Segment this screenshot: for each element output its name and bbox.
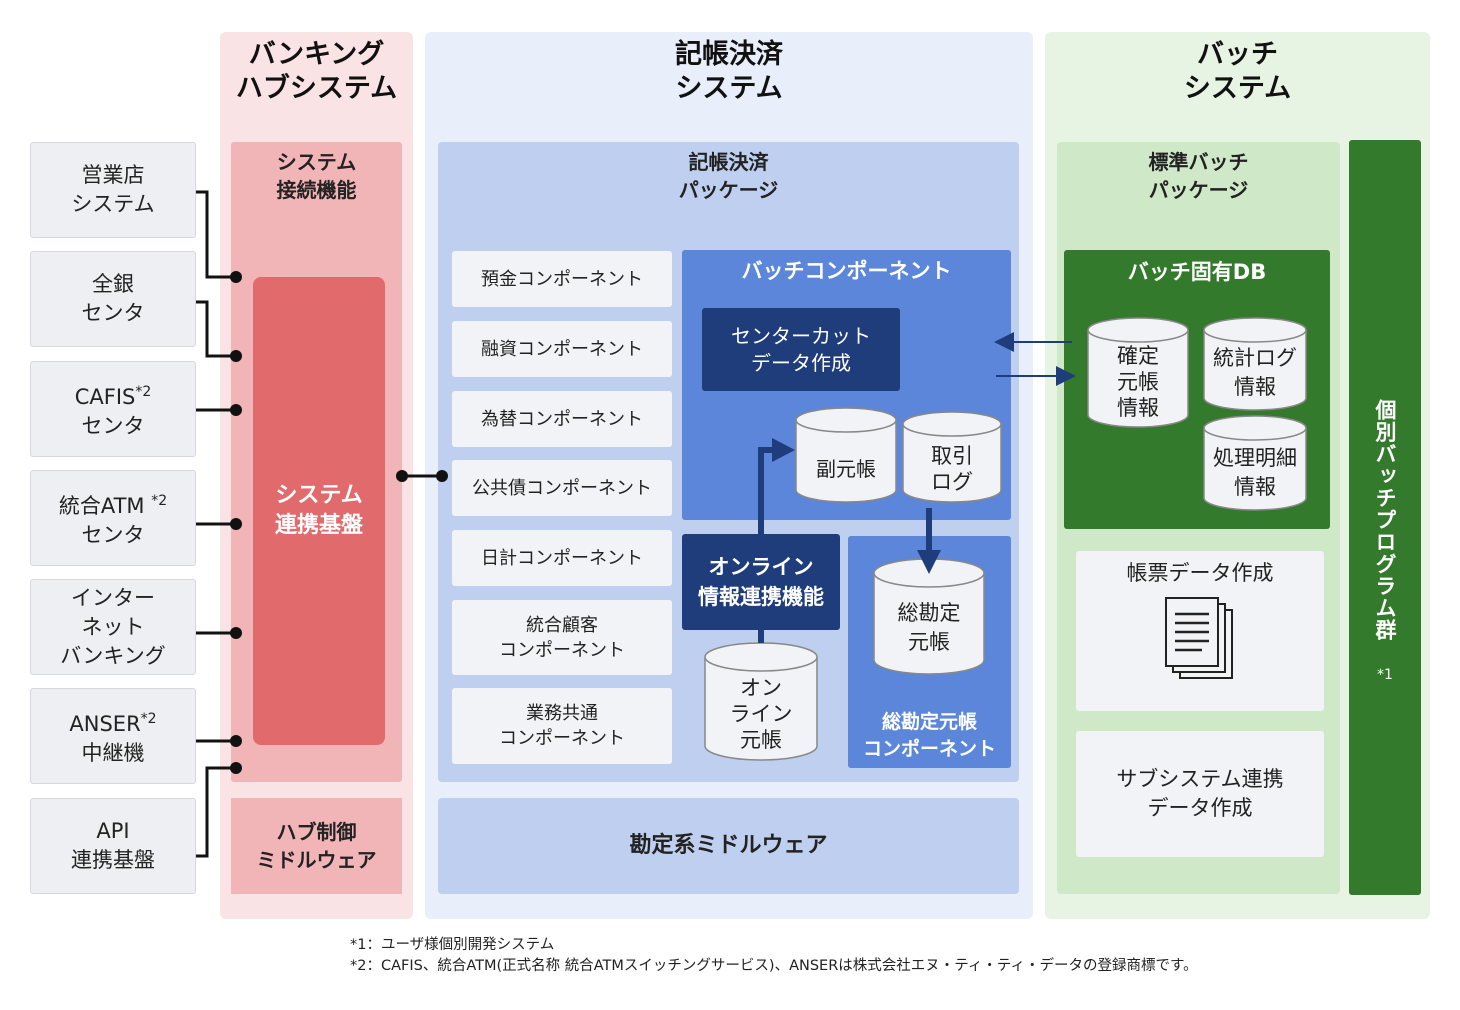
external-system-anser: ANSER*2 中継機 [30, 688, 196, 784]
stats-log-cylinder [1203, 317, 1307, 411]
center-cut-data: センターカット データ作成 [702, 308, 900, 391]
document-stack-icon [1165, 597, 1233, 679]
external-system-label: API 連携基盤 [71, 819, 155, 872]
report-data-label: 帳票データ作成 [1126, 560, 1274, 585]
external-system-sublabel: センタ [81, 522, 145, 547]
system-integration-core: システム 連携基盤 [253, 277, 385, 745]
individual-batch-note: *1 [1377, 667, 1393, 683]
external-system-atm: 統合ATM *2 センタ [30, 470, 196, 566]
external-system-cafis: CAFIS*2 センタ [30, 361, 196, 457]
sub-ledger-cylinder [795, 407, 897, 503]
stats-log-label: 統計ログ 情報 [1213, 346, 1297, 399]
external-system-label: 統合ATM [58, 493, 145, 518]
online-to-subledger-arrow [758, 438, 795, 534]
connector-dots [230, 271, 242, 774]
component-deposit: 預金コンポーネント [452, 251, 672, 307]
connector-zengin [196, 300, 234, 358]
hub-control-middleware: ハブ制御 ミドルウェア [231, 798, 402, 894]
external-system-sublabel: センタ [81, 413, 145, 438]
hub-ledger-connector [396, 470, 448, 482]
transaction-log-label: 取引 ログ [931, 444, 973, 494]
standard-batch-package-title: 標準バッチ パッケージ [1148, 150, 1249, 202]
sub-ledger-label: 副元帳 [816, 457, 876, 481]
component-common: 業務共通 コンポーネント [452, 688, 672, 764]
external-system-label: 全銀 センタ [81, 272, 145, 325]
external-system-label: 営業店 システム [71, 163, 155, 216]
external-system-zengin: 全銀 センタ [30, 251, 196, 347]
external-system-internet-banking: インター ネット バンキング [30, 579, 196, 675]
component-loan: 融資コンポーネント [452, 321, 672, 377]
ledger-system-title: 記帳決済 システム [675, 39, 783, 104]
footnote-marker: *2 [140, 710, 157, 727]
subsystem-data-creation: サブシステム連携 データ作成 [1076, 731, 1324, 857]
external-system-api: API 連携基盤 [30, 798, 196, 894]
footnote-1: *1：ユーザ様個別開発システム [350, 937, 555, 953]
confirmed-ledger-cylinder [1087, 317, 1189, 428]
connector-api [196, 766, 234, 858]
confirmed-ledger-label: 確定 元帳 情報 [1117, 344, 1159, 420]
process-detail-label: 処理明細 情報 [1213, 446, 1297, 499]
individual-batch-programs [1349, 140, 1421, 895]
process-detail-cylinder [1203, 415, 1307, 511]
component-exchange: 為替コンポーネント [452, 391, 672, 447]
footnote-2: *2：CAFIS、統合ATM(正式名称 統合ATMスイッチングサービス)、ANS… [350, 958, 1198, 974]
general-ledger-label: 総勘定 元帳 [897, 601, 961, 654]
external-connectors [196, 190, 234, 858]
transaction-log-cylinder [902, 411, 1002, 503]
component-public-bond: 公共債コンポーネント [452, 460, 672, 516]
component-daily: 日計コンポーネント [452, 530, 672, 586]
online-ledger-cylinder [704, 642, 818, 761]
log-to-general-ledger-arrow [917, 508, 941, 574]
general-ledger-component-label: 総勘定元帳 コンポーネント [862, 711, 996, 760]
batch-exchange-arrows [994, 332, 1076, 386]
footnote-marker: *2 [135, 383, 152, 400]
external-system-label: CAFIS [74, 384, 136, 409]
system-connection-title: システム 接続機能 [276, 150, 357, 202]
external-system-label: ANSER [69, 711, 141, 736]
accounting-middleware: 勘定系ミドルウェア [438, 798, 1019, 894]
report-data-creation: 帳票データ作成 [1076, 551, 1324, 711]
external-system-label: インター ネット バンキング [60, 585, 166, 668]
external-system-branch: 営業店 システム [30, 142, 196, 238]
banking-hub-title: バンキング ハブシステム [235, 39, 398, 104]
online-ledger-label: オン ライン 元帳 [729, 676, 793, 752]
online-link-function: オンライン 情報連携機能 [682, 534, 840, 630]
individual-batch-label: 個別バッチプログラム群 [1373, 399, 1397, 641]
batch-component-title: バッチコンポーネント [741, 259, 952, 283]
batch-system-title: バッチ システム [1183, 39, 1292, 104]
footnote-marker: *2 [151, 492, 168, 509]
external-system-sublabel: 中継機 [81, 740, 145, 765]
component-customer: 統合顧客 コンポーネント [452, 600, 672, 675]
connector-branch [196, 190, 234, 279]
ledger-package-title: 記帳決済 パッケージ [678, 150, 779, 202]
batch-db-title: バッチ固有DB [1127, 260, 1267, 284]
